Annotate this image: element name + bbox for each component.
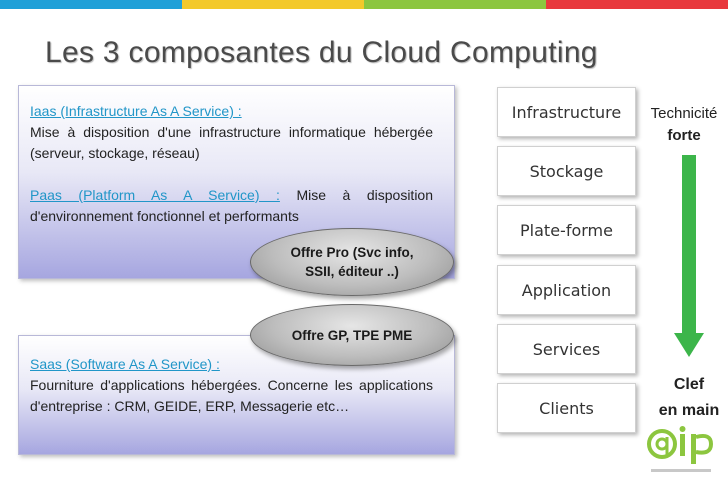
offer-gp-ellipse: Offre GP, TPE PME xyxy=(250,304,454,366)
saas-text: Saas (Software As A Service) : Fournitur… xyxy=(30,354,433,417)
layer-infrastructure: Infrastructure xyxy=(497,87,636,137)
layer-stockage: Stockage xyxy=(497,146,636,196)
clef-line2: en main xyxy=(658,402,720,419)
clef-en-main-label: Clef en main xyxy=(645,372,728,424)
paas-line1: Paas (Platform As A Service) : Mise à di… xyxy=(30,185,433,206)
offer-pro-line1: Offre Pro (Svc info, xyxy=(290,245,414,260)
color-bar-red xyxy=(546,0,728,9)
offer-pro-line2: SSII, éditeur ..) xyxy=(305,264,399,279)
technicite-line1: Technicité xyxy=(650,105,718,122)
layer-services: Services xyxy=(497,324,636,374)
paas-line2: d'environnement fonctionnel et performan… xyxy=(30,208,299,224)
saas-line1: Fourniture d'applications hébergées. Con… xyxy=(30,377,433,393)
color-bar-yellow xyxy=(182,0,364,9)
iaas-paas-text: Iaas (Infrastructure As A Service) : Mis… xyxy=(30,101,433,227)
saas-line2: d'entreprise : CRM, GEIDE, ERP, Messager… xyxy=(30,398,350,414)
offer-gp-label: Offre GP, TPE PME xyxy=(291,327,413,343)
saas-label[interactable]: Saas (Software As A Service) : xyxy=(30,356,220,372)
color-bar-blue xyxy=(0,0,182,9)
aip-logo-icon xyxy=(647,426,714,472)
offer-pro-ellipse: Offre Pro (Svc info, SSII, éditeur ..) xyxy=(250,228,454,296)
iaas-line2: (serveur, stockage, réseau) xyxy=(30,145,200,161)
layer-application: Application xyxy=(497,265,636,315)
slide-title: Les 3 composantes du Cloud Computing xyxy=(45,36,598,69)
technicite-label: Technicité forte xyxy=(640,103,728,147)
clef-line1: Clef xyxy=(673,376,705,393)
paas-label[interactable]: Paas (Platform As A Service) : xyxy=(30,187,280,203)
technicite-line2: forte xyxy=(667,127,701,144)
iaas-line1: Mise à disposition d'une infrastructure … xyxy=(30,124,433,140)
layer-plate-forme: Plate-forme xyxy=(497,205,636,255)
layer-clients: Clients xyxy=(497,383,636,433)
iaas-label[interactable]: Iaas (Infrastructure As A Service) : xyxy=(30,103,242,119)
color-bar-green xyxy=(364,0,546,9)
down-arrow-icon xyxy=(674,155,704,357)
paas-rest: Mise à disposition xyxy=(296,187,433,203)
